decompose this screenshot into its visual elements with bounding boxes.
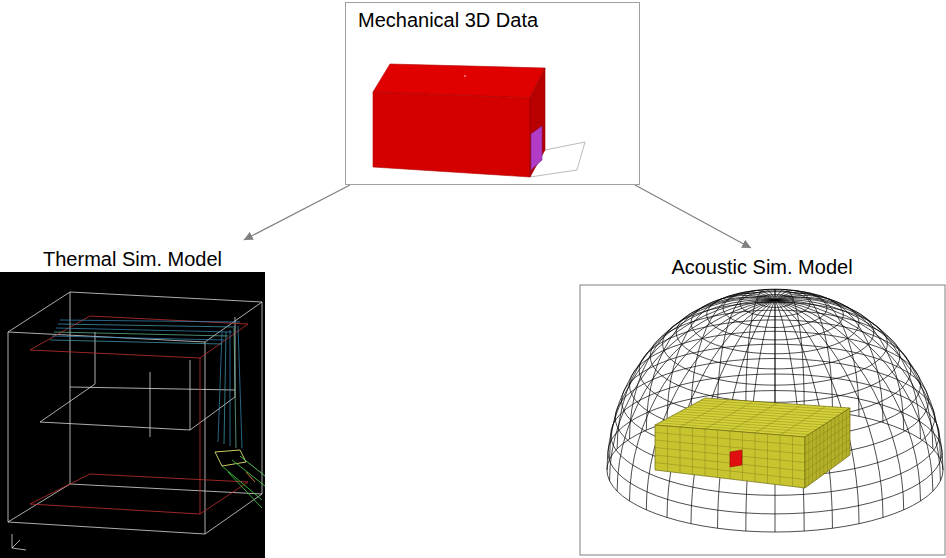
- model-panel: Acoustic Sim. Model: [578, 248, 946, 558]
- mesh-line: [780, 406, 826, 435]
- mesh-line: [775, 290, 832, 411]
- thermal-model: [0, 272, 265, 558]
- mesh-line: [730, 403, 778, 431]
- mesh-line: [805, 447, 850, 479]
- mesh-line: [805, 439, 850, 471]
- node-heading: Thermal Sim. Model: [0, 248, 265, 271]
- mesh-line: [775, 292, 859, 416]
- mesh-line: [718, 290, 775, 411]
- mesh-line: [755, 405, 802, 433]
- mesh-line: [805, 432, 850, 463]
- cad-model: [373, 64, 585, 177]
- acoustic-model: [580, 285, 945, 555]
- mesh-line: [775, 294, 883, 423]
- box-face: [655, 425, 805, 488]
- mesh-line: [775, 289, 776, 408]
- flow-arrow: [635, 185, 751, 248]
- mesh-line: [746, 289, 775, 409]
- source-patch: [730, 450, 742, 467]
- mesh-line: [775, 289, 804, 409]
- flow-arrow: [244, 185, 350, 240]
- node-heading: Mechanical 3D Data: [358, 9, 627, 32]
- mesh-line: [805, 416, 850, 446]
- mesh-line: [805, 424, 850, 454]
- mesh-line: [691, 292, 775, 416]
- mesh-line: [705, 401, 753, 429]
- model-panel: Thermal Sim. Model: [0, 240, 265, 558]
- mesh-line: [680, 400, 729, 427]
- mesh-line: [655, 433, 805, 446]
- node-heading: Acoustic Sim. Model: [578, 256, 946, 279]
- source-box: Mechanical 3D Data: [345, 2, 640, 185]
